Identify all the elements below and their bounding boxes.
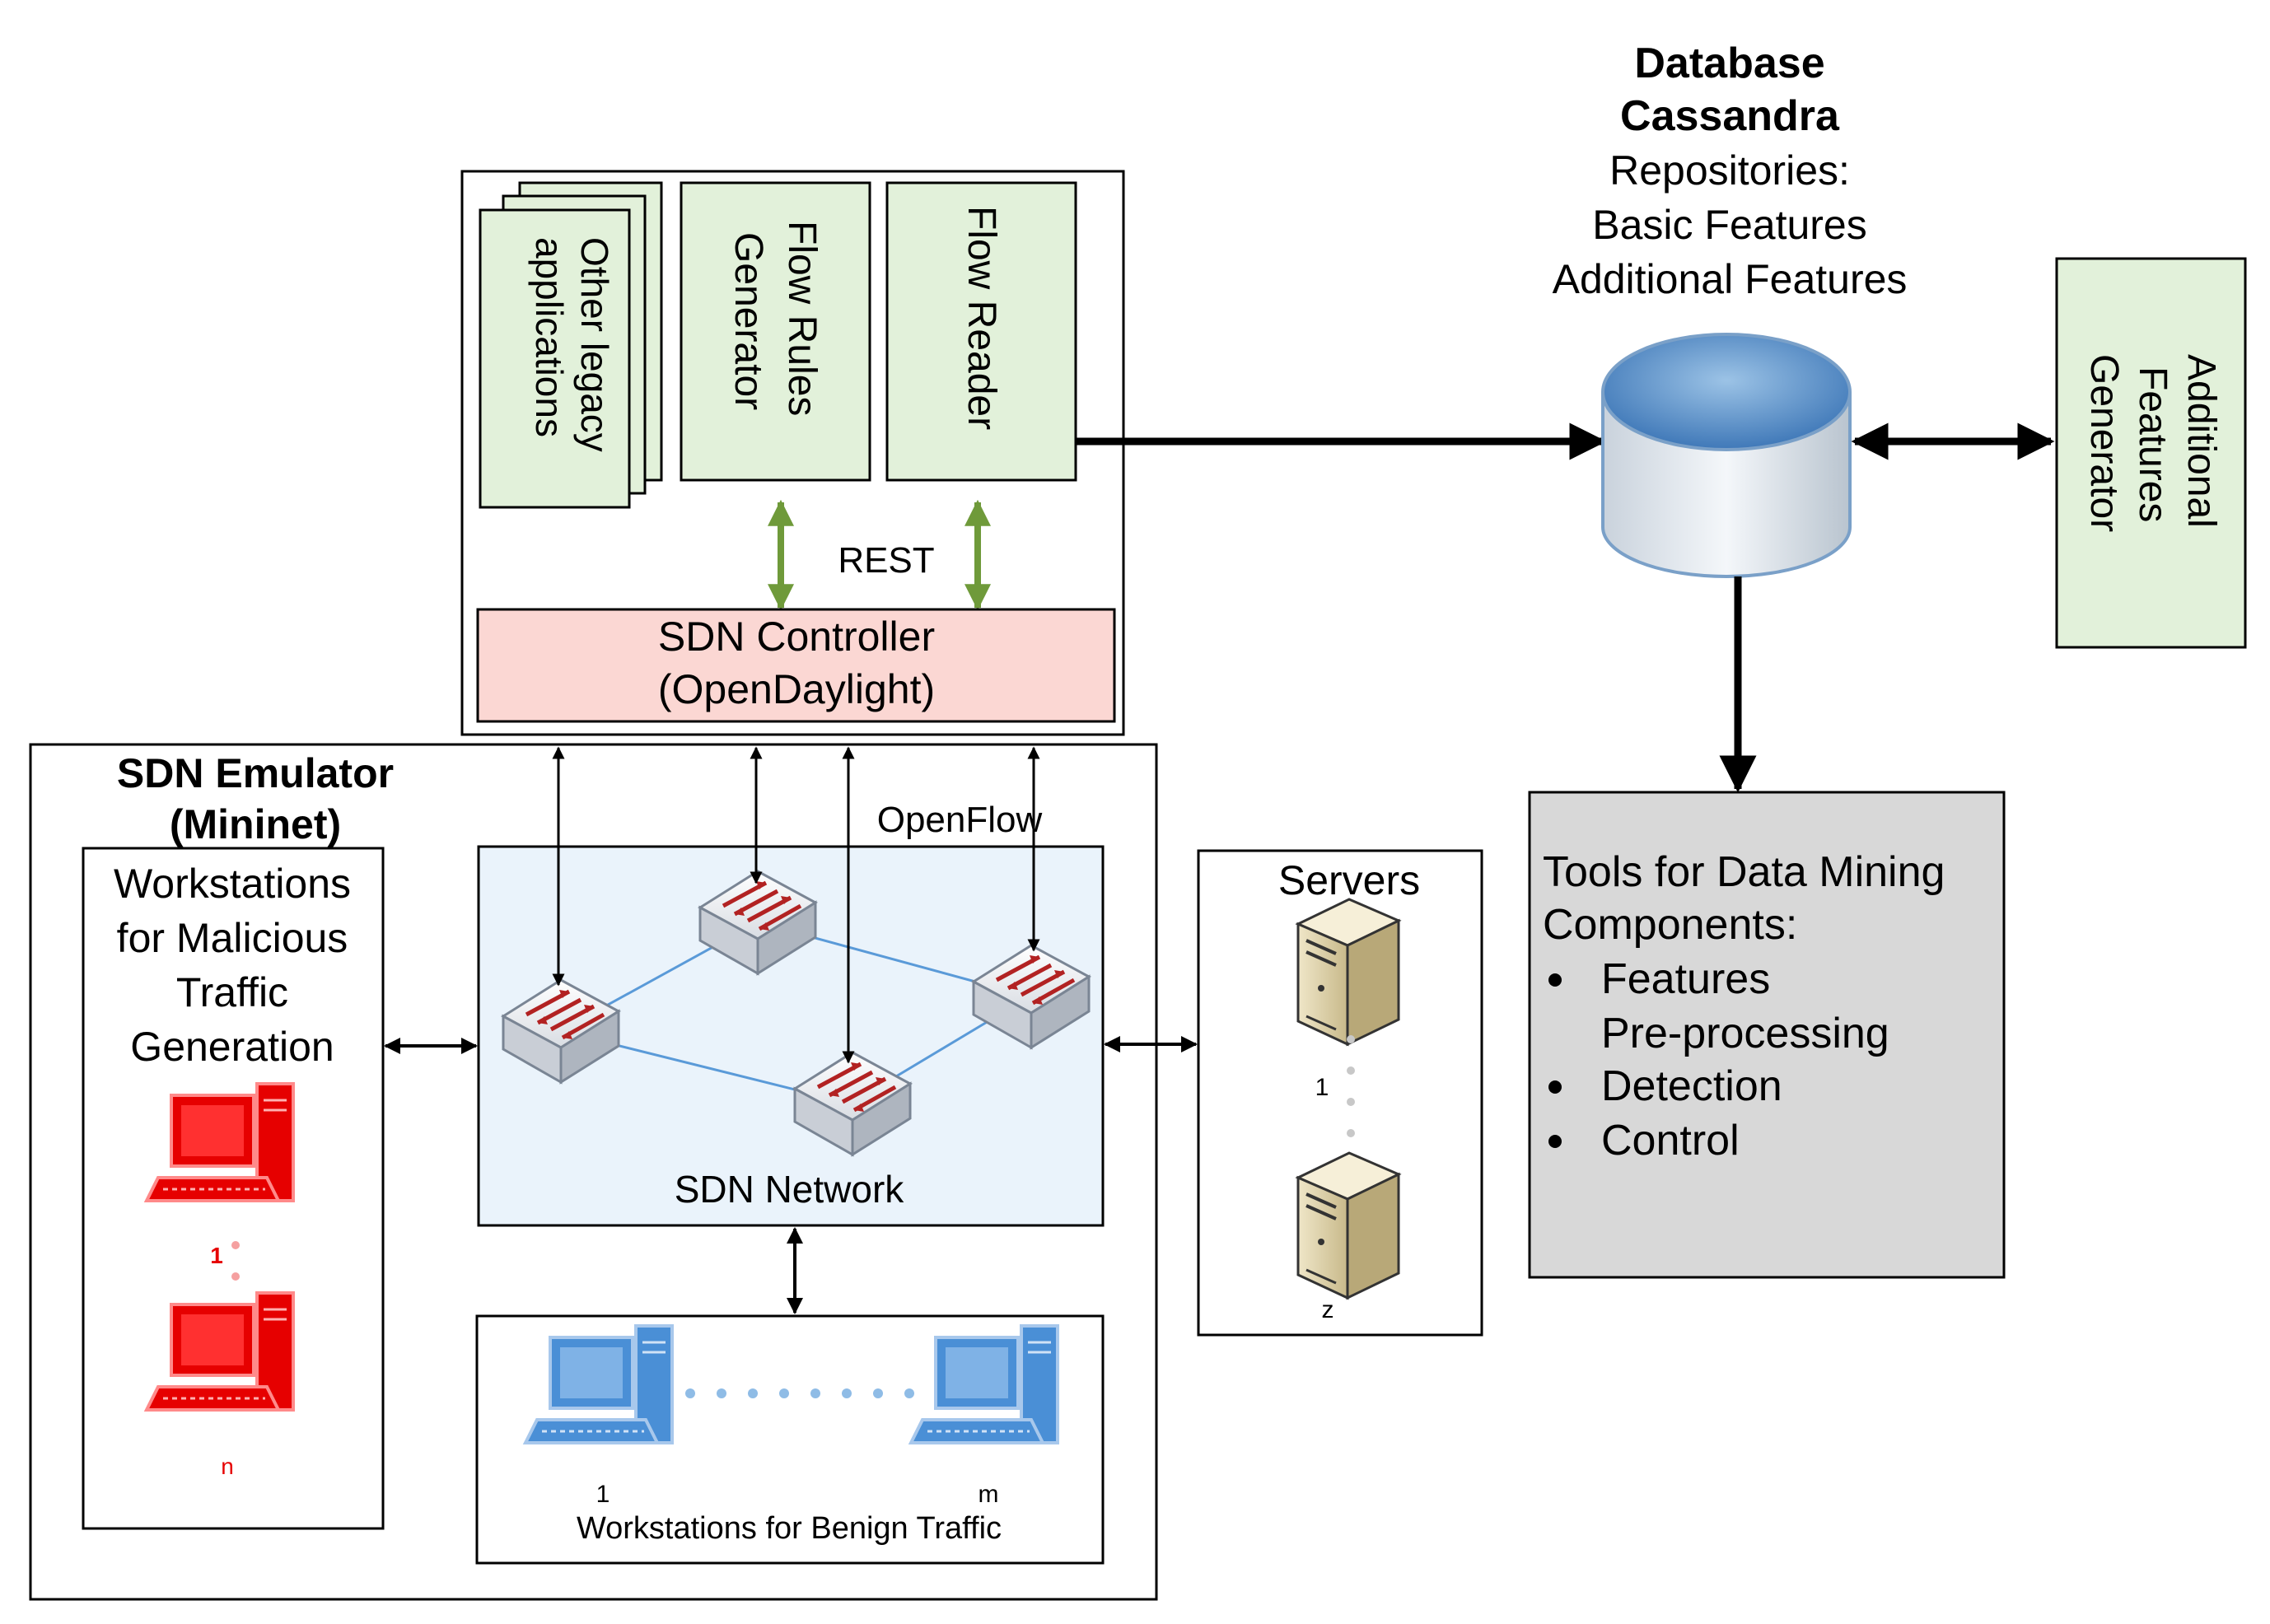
server-icon xyxy=(1296,898,1400,1046)
malicious-last-index: n xyxy=(221,1454,234,1479)
sdn-network-label: SDN Network xyxy=(675,1168,905,1211)
malicious-label-3: Traffic xyxy=(176,969,288,1015)
malicious-label-2: for Malicious xyxy=(117,915,348,961)
legacy-apps-label-2: applications xyxy=(528,237,571,437)
flow-reader-label: Flow Reader xyxy=(960,206,1003,430)
benign-label: Workstations for Benign Traffic xyxy=(577,1511,1002,1546)
tools-title-1: Tools for Data Mining xyxy=(1543,848,1945,896)
openflow-label: OpenFlow xyxy=(877,800,1043,840)
flow-rules-label-1: Flow Rules xyxy=(780,221,824,416)
svg-text:Flow Rules: Flow Rules xyxy=(780,221,824,416)
benign-first-index: 1 xyxy=(596,1481,610,1508)
svg-text:Flow Reader: Flow Reader xyxy=(960,206,1003,430)
additional-features-generator-box: Additional Features Generator xyxy=(2055,257,2247,649)
afg-label-1: Additional xyxy=(2179,354,2223,528)
legacy-apps-label-1: Other legacy xyxy=(573,237,616,452)
tools-item-features: Features xyxy=(1601,955,1770,1003)
emulator-title: SDN Emulator xyxy=(117,750,394,796)
sdn-network-box: SDN Network xyxy=(477,845,1105,1227)
controller-label-2: (OpenDaylight) xyxy=(658,666,935,712)
flow-reader-box: Flow Reader xyxy=(885,181,1077,482)
database-cylinder-icon xyxy=(1601,333,1852,578)
legacy-apps-box: Other legacy applications xyxy=(479,208,631,509)
database-title: Database xyxy=(1634,40,1824,87)
controller-label-1: SDN Controller xyxy=(658,614,935,660)
servers-title: Servers xyxy=(1278,857,1420,903)
servers-box: Servers 1 z xyxy=(1197,849,1483,1337)
rest-label: REST xyxy=(838,540,934,581)
repositories-label: Repositories: xyxy=(1609,147,1850,194)
flow-rules-label-2: Generator xyxy=(726,232,770,410)
malicious-label-4: Generation xyxy=(130,1024,334,1070)
repo-basic-features: Basic Features xyxy=(1592,202,1866,248)
flow-rules-generator-box: Flow Rules Generator xyxy=(680,181,871,482)
tools-item-detection: Detection xyxy=(1601,1062,1782,1110)
emulator-subtitle: (Mininet) xyxy=(170,801,341,847)
database-name: Cassandra xyxy=(1620,92,1840,140)
tools-title-2: Components: xyxy=(1543,901,1797,949)
afg-label-3: Generator xyxy=(2082,354,2126,532)
benign-last-index: m xyxy=(979,1481,999,1508)
afg-label-2: Features xyxy=(2131,366,2174,522)
sdn-controller-box: SDN Controller (OpenDaylight) xyxy=(476,608,1116,723)
data-mining-tools-box: Tools for Data Mining Components: Featur… xyxy=(1528,791,2006,1279)
svg-text:Features: Features xyxy=(2131,366,2174,522)
servers-last-index: z xyxy=(1322,1296,1334,1323)
malicious-first-index: 1 xyxy=(210,1243,223,1268)
repo-additional-features: Additional Features xyxy=(1553,256,1908,302)
svg-text:Generator: Generator xyxy=(726,232,770,410)
malicious-label-1: Workstations xyxy=(114,861,351,907)
svg-text:Additional: Additional xyxy=(2179,354,2223,528)
server-icon xyxy=(1296,1151,1400,1300)
svg-text:Generator: Generator xyxy=(2082,354,2126,532)
svg-text:Other legacy: Other legacy xyxy=(573,237,616,452)
malicious-workstations-box: Workstations for Malicious Traffic Gener… xyxy=(82,847,385,1530)
benign-workstations-box: 1 m Workstations for Benign Traffic xyxy=(475,1314,1105,1565)
tools-item-preprocessing: Pre-processing xyxy=(1601,1010,1889,1057)
svg-text:applications: applications xyxy=(528,237,571,437)
servers-first-index: 1 xyxy=(1315,1074,1329,1101)
tools-item-control: Control xyxy=(1601,1117,1740,1164)
